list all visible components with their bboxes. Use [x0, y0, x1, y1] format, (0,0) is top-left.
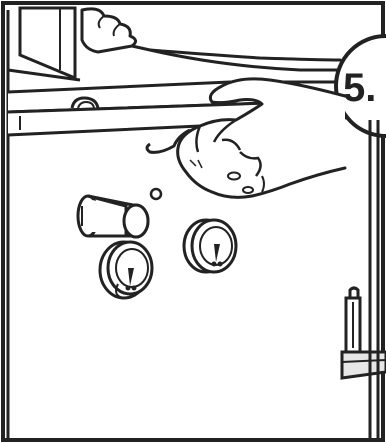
- gauge-icon: [184, 220, 236, 272]
- loose-ball: [151, 189, 161, 199]
- step-number: 5.: [343, 66, 376, 110]
- gauge-icon: [100, 242, 152, 298]
